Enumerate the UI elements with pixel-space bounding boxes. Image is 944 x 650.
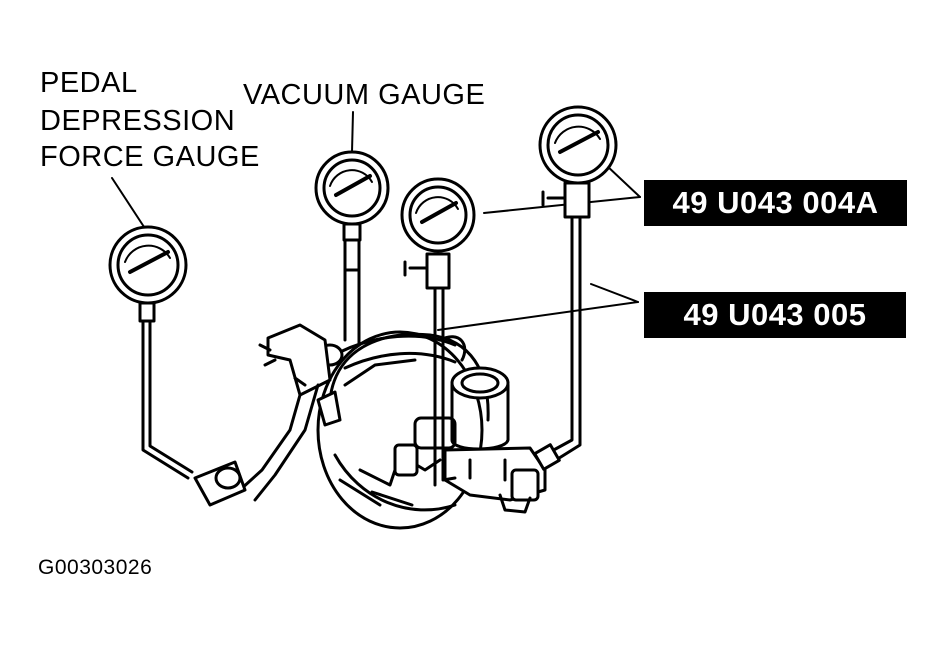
gauge-set-tag: 49 U043 004A: [644, 180, 907, 226]
figure-id: G00303026: [38, 556, 153, 579]
adapter-tag: 49 U043 005: [644, 292, 906, 338]
pedal-gauge-label-line3: FORCE GAUGE: [40, 141, 260, 173]
pedal-force-gauge: [108, 225, 194, 480]
brake-pedal: [193, 323, 332, 507]
pedal-gauge-label-line1: PEDAL: [40, 67, 138, 99]
vacuum-gauge: [314, 150, 390, 347]
master-cylinder: [443, 366, 547, 514]
fluid-pressure-gauge: [533, 105, 618, 471]
vacuum-gauge-label: VACUUM GAUGE: [243, 79, 486, 111]
brake-booster: [316, 330, 490, 530]
pedal-gauge-label-line2: DEPRESSION: [40, 105, 236, 137]
booster-pressure-gauge: [400, 177, 476, 487]
leader-lines: [111, 111, 641, 331]
